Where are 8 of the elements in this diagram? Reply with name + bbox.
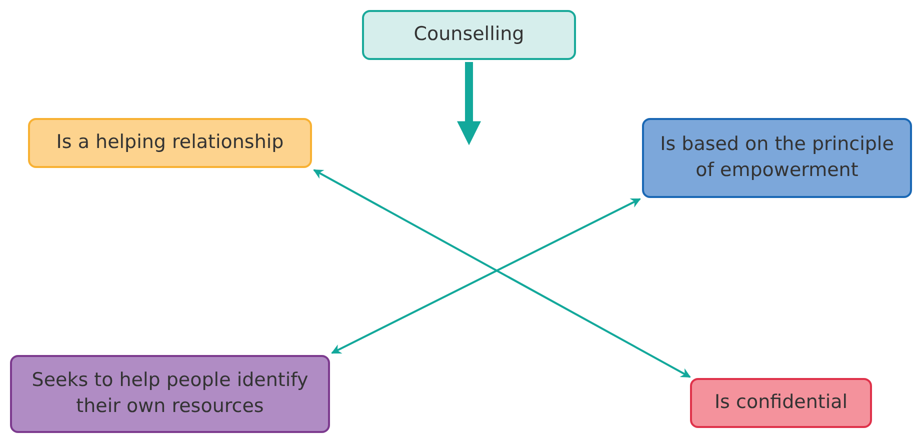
arrow [331,198,641,354]
text-box: Counselling [362,10,576,60]
text-box: Is a helping relationship [28,118,312,168]
text-box: Is confidential [690,378,872,428]
arrow [457,62,481,146]
text-box: Is based on the principle of empowerment [642,118,912,198]
text-box: Seeks to help people identify their own resources [10,355,330,433]
arrow [313,169,691,378]
